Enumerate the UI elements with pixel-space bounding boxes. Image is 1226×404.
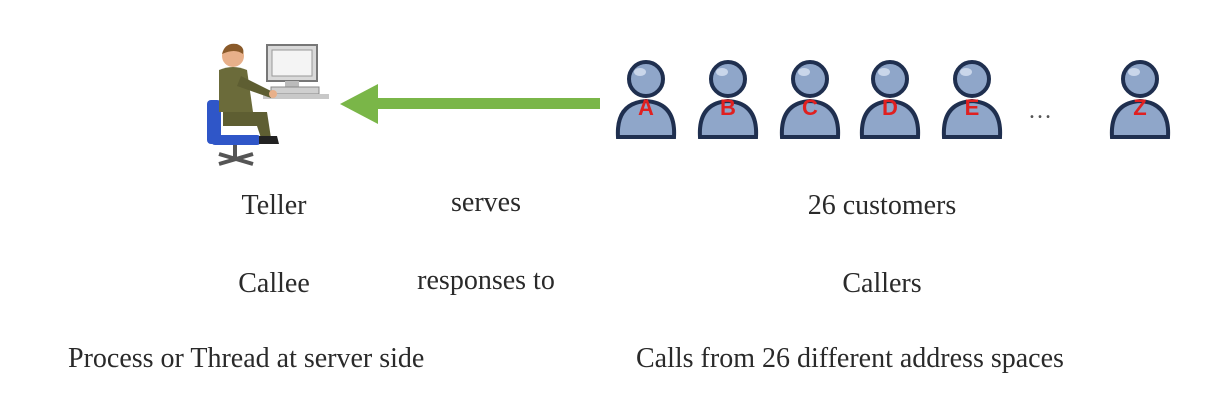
customer-letter: Z — [1133, 95, 1147, 120]
customer-e-icon: E — [940, 57, 1004, 141]
server-side-label: Process or Thread at server side — [68, 343, 425, 374]
customers-label: 26 customers — [807, 190, 957, 221]
customer-letter: D — [882, 95, 898, 120]
callee-label: Callee — [238, 268, 310, 299]
customer-letter: E — [964, 95, 980, 120]
customer-letter: A — [638, 95, 654, 120]
callers-label: Callers — [842, 268, 922, 299]
left-arrow-icon — [340, 82, 602, 126]
customer-letter: C — [802, 95, 818, 120]
serves-label: serves — [451, 187, 521, 218]
responses-to-label: responses to — [417, 265, 555, 296]
customer-a-icon: A — [614, 57, 678, 141]
customer-z-icon: Z — [1108, 57, 1172, 141]
customer-letter: B — [720, 95, 736, 120]
teller-label: Teller — [241, 190, 307, 221]
customer-d-icon: D — [858, 57, 922, 141]
address-spaces-label: Calls from 26 different address spaces — [636, 343, 1064, 374]
customer-c-icon: C — [778, 57, 842, 141]
ellipsis-text: … — [1028, 98, 1052, 124]
teller-at-computer-icon — [205, 40, 335, 170]
customer-b-icon: B — [696, 57, 760, 141]
